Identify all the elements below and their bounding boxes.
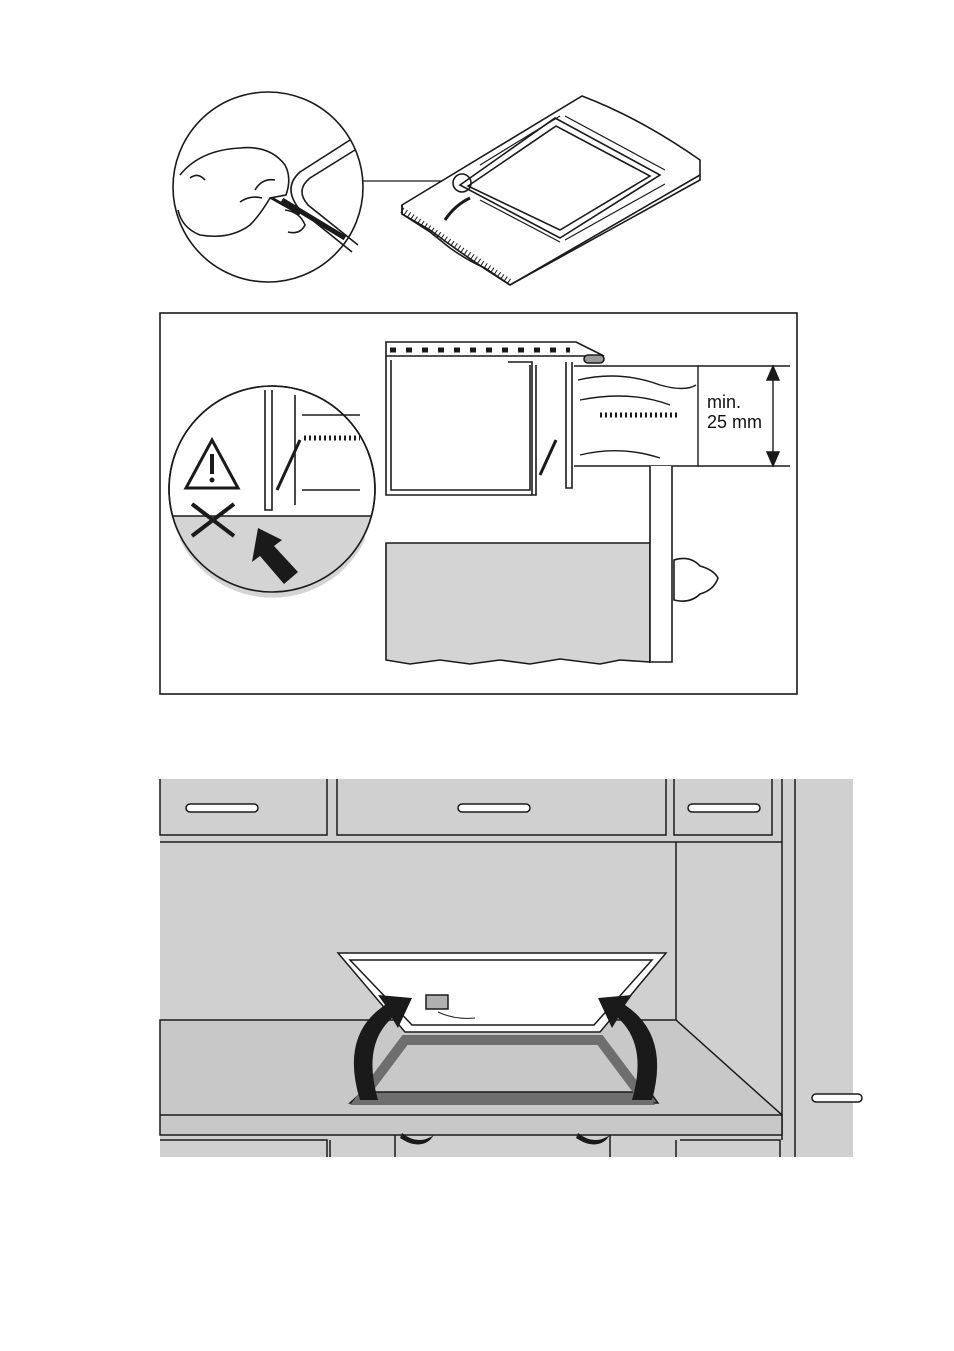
figure-seal-application <box>173 92 700 285</box>
dimension-label-min: min. <box>707 392 741 412</box>
figure-section-drawing: min. 25 mm <box>160 313 797 694</box>
dimension-label-value: 25 mm <box>707 412 762 432</box>
wooden-worktop <box>574 366 698 466</box>
detail-magnifier <box>169 386 375 598</box>
worktop-with-cutout <box>402 96 700 285</box>
magnifier-circle <box>173 92 363 282</box>
figure-kitchen-installation <box>160 779 862 1157</box>
